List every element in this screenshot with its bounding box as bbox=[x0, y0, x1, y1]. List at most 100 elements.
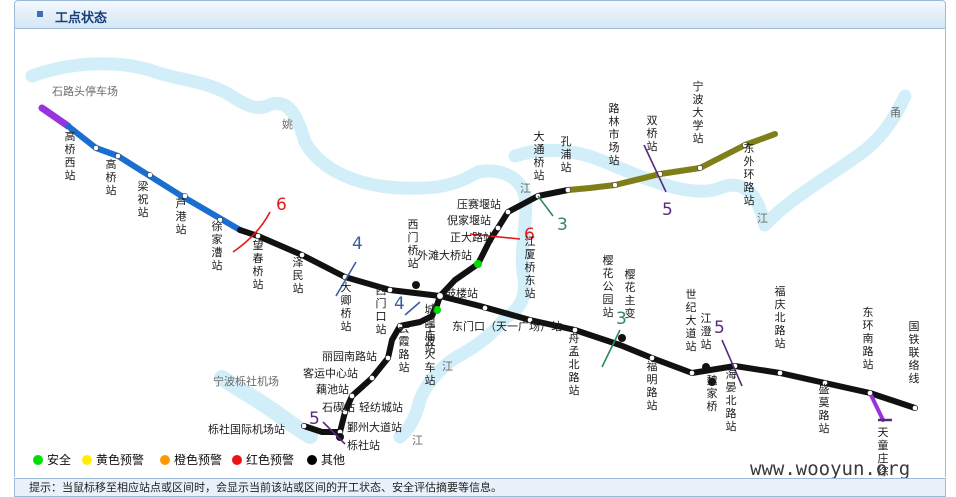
station-label: 路林市场站 bbox=[609, 102, 620, 167]
status-dots bbox=[336, 260, 716, 441]
legend-swatch bbox=[232, 455, 242, 465]
depot-west-spur bbox=[38, 104, 72, 130]
station-label: 客运中心站 bbox=[303, 366, 358, 380]
water-label: 甬 bbox=[890, 106, 901, 119]
header-bullet-icon bbox=[37, 11, 43, 17]
water-label: 江 bbox=[757, 212, 768, 225]
metro-map: 6 4 4 6 3 5 3 5 5 石路头停车场 姚 江 宁波栎社机场 江 甬 … bbox=[25, 57, 920, 478]
station-label: 芦港站 bbox=[176, 197, 187, 236]
station-label: 宁波大学站 bbox=[693, 79, 704, 145]
station-label: 石碶站 bbox=[322, 400, 355, 414]
line-number: 5 bbox=[662, 200, 673, 220]
legend-label: 黄色预警 bbox=[96, 452, 144, 467]
station-label: 正大路站 bbox=[450, 230, 494, 244]
river-yao bbox=[25, 57, 485, 195]
route-main-line2-north bbox=[434, 187, 571, 308]
station-label: 泽民站 bbox=[293, 256, 304, 295]
station-label: 望春桥站 bbox=[253, 239, 264, 291]
legend-swatch bbox=[82, 455, 92, 465]
station-label: 福明路站 bbox=[647, 359, 658, 412]
legend-swatch bbox=[33, 455, 43, 465]
station-labels-vertical: 高桥西站高桥站梁祝站 芦港站徐家漕站 望春桥站 泽民站大卿桥站 西门桥站西门口站 城隍庙站… bbox=[65, 79, 920, 478]
line-crossings bbox=[232, 144, 892, 445]
watermark: www.wooyun.org bbox=[750, 458, 910, 478]
river-south bbox=[393, 311, 512, 444]
river-fenghua bbox=[471, 164, 533, 325]
station-label: 藕池站 bbox=[316, 382, 349, 396]
line-number: 4 bbox=[352, 234, 363, 254]
station-label: 舟孟北路站 bbox=[569, 331, 580, 397]
panel-header: 工点状态 bbox=[14, 0, 946, 29]
route-main-line2-south bbox=[301, 302, 440, 435]
station-label: 樱花主变 bbox=[625, 268, 636, 320]
route-layer bbox=[38, 104, 918, 435]
water-label: 姚 bbox=[282, 117, 293, 131]
line-number: 3 bbox=[616, 309, 627, 329]
station-label: 西门口站 bbox=[376, 284, 387, 336]
station-label: 城隍庙站 bbox=[425, 303, 436, 355]
station-label: 鼓楼站 bbox=[445, 286, 478, 300]
river-yong bbox=[508, 89, 912, 232]
hint-bar: 提示：当鼠标移至相应站点或区间时，会显示当前该站或区间的开工状态、安全评估摘要等… bbox=[14, 478, 946, 497]
station-label: 樱花公园站 bbox=[603, 254, 614, 319]
legend-swatch bbox=[160, 455, 170, 465]
line-number: 6 bbox=[524, 225, 535, 245]
legend-label: 安全 bbox=[47, 452, 71, 467]
station-labels-horizontal: 外滩大桥站 正大路站 倪家堰站 压赛堰站 鼓楼站 东门口（天一广场）站 丽园南路… bbox=[208, 197, 562, 452]
station-label: 国铁联络线 bbox=[909, 320, 920, 385]
line-number-labels: 6 4 4 6 3 5 3 5 5 bbox=[276, 195, 725, 429]
station-label: 外滩大桥站 bbox=[417, 248, 472, 262]
water-label: 江 bbox=[442, 360, 453, 373]
station-label: 东环南路站 bbox=[863, 306, 874, 371]
water-label: 石路头停车场 bbox=[52, 84, 118, 98]
station-label: 鄞州大道站 bbox=[347, 420, 402, 434]
station-label: 江澄站 bbox=[701, 312, 712, 351]
legend-swatch bbox=[307, 455, 317, 465]
legend-label: 橙色预警 bbox=[174, 452, 222, 467]
station-label: 福庆北路站 bbox=[775, 284, 786, 350]
legend-label: 其他 bbox=[321, 453, 345, 467]
station-label: 云霞路站 bbox=[399, 322, 410, 374]
station-label: 栎社国际机场站 bbox=[208, 422, 285, 436]
depot-east-spur bbox=[868, 391, 885, 422]
water-label: 江 bbox=[520, 182, 531, 195]
station-label: 徐家漕站 bbox=[212, 219, 223, 272]
station-label: 东外环路站 bbox=[744, 142, 755, 207]
line-number: 4 bbox=[394, 294, 405, 314]
station-label: 双桥站 bbox=[647, 114, 658, 153]
line-number: 5 bbox=[714, 318, 725, 338]
station-label: 倪家堰站 bbox=[447, 213, 491, 227]
water-labels: 石路头停车场 姚 江 宁波栎社机场 江 甬 江 江 bbox=[52, 84, 901, 447]
legend-label: 红色预警 bbox=[246, 452, 294, 467]
station-label: 孔浦站 bbox=[561, 135, 572, 174]
station-label: 高桥站 bbox=[106, 157, 117, 197]
status-legend: 安全 黄色预警 橙色预警 红色预警 其他 bbox=[33, 452, 345, 467]
station-label: 丽园南路站 bbox=[322, 349, 377, 363]
water-label: 江 bbox=[412, 434, 423, 447]
route-blue-section bbox=[65, 123, 243, 233]
station-label: 世纪大道站 bbox=[686, 288, 697, 353]
station-label: 海晏北路站 bbox=[726, 367, 737, 433]
station-label: 大通桥站 bbox=[534, 129, 545, 182]
river-layer bbox=[25, 57, 912, 444]
station-label: 高桥西站 bbox=[65, 129, 76, 182]
map-frame bbox=[14, 29, 946, 477]
line-number: 6 bbox=[276, 195, 287, 215]
station-label: 东门口（天一广场）站 bbox=[452, 319, 562, 333]
station-label: 西门桥站 bbox=[408, 218, 419, 270]
line-number: 3 bbox=[557, 215, 568, 235]
line-number: 5 bbox=[309, 409, 320, 429]
station-label: 盛莫路站 bbox=[819, 382, 830, 435]
panel-title: 工点状态 bbox=[55, 11, 108, 26]
station-label: 栎社站 bbox=[347, 438, 380, 452]
station-label: 宁波火车站 bbox=[425, 321, 436, 387]
station-label: 压赛堰站 bbox=[457, 197, 501, 211]
station-label: 梁祝站 bbox=[138, 179, 149, 219]
station-label: 江厦桥东站 bbox=[525, 235, 536, 300]
station-label: 大卿桥站 bbox=[341, 280, 352, 333]
water-label: 宁波栎社机场 bbox=[213, 374, 279, 388]
station-label: 轻纺城站 bbox=[359, 400, 403, 414]
station-label: 天童庄综合基地 bbox=[878, 426, 889, 478]
station-dots bbox=[93, 142, 918, 435]
